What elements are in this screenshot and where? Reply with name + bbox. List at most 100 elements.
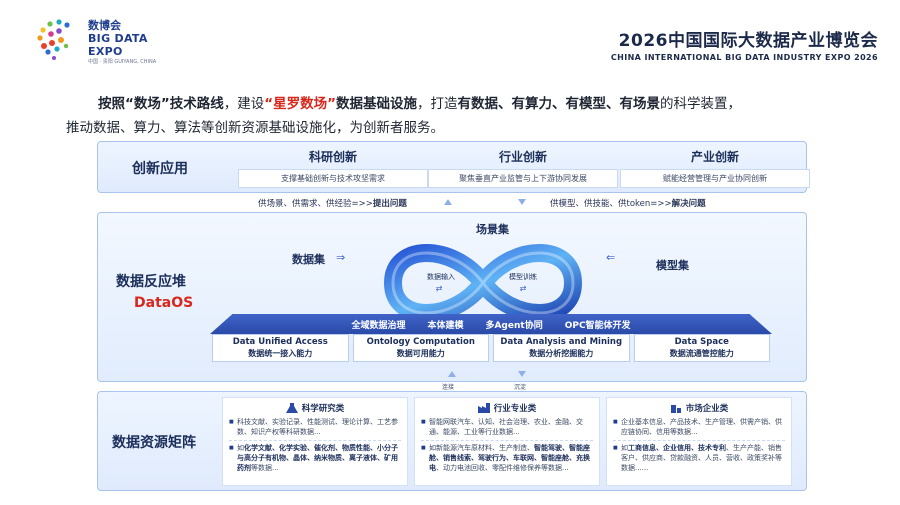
arrow-down-icon [518,199,526,205]
innovation-col-desc: 聚焦垂直产业监管与上下游协同发展 [428,169,618,188]
innovation-col-title: 产业创新 [690,150,739,164]
resource-col-science: 科学研究类 科技文献、实验记录、性能测试、理论计算、工艺参数、知识产权等科研数据… [222,397,408,486]
resource-item-bold: 智能驾驶、智能座舱、销售线索、驾驶行为、车联网、智能座舱、充换电 [429,444,590,472]
modelset-label: 模型集 [656,259,689,272]
innovation-panel: 创新应用 科研创新 支撑基础创新与技术攻坚需求 行业创新 聚焦垂直产业监管与上下… [97,141,810,193]
hint-right-plain: 供模型、供技能、供token=>> [550,199,672,209]
intro-seg-4: “星罗数场” [264,96,336,112]
capability-item: OPC智能体开发 [564,320,631,331]
capability-item: 全域数据治理 [351,320,406,331]
dataos-modules: Data Unified Access 数据统一接入能力 Ontology Co… [212,334,770,362]
module-cn: 数据流通管控能力 [669,349,734,358]
expo-title-en: CHINA INTERNATIONAL BIG DATA INDUSTRY EX… [610,53,878,62]
resource-col-title: 行业专业类 [493,404,537,414]
arrow-left-icon: ⇐ [606,251,616,264]
innovation-col-desc: 赋能经营管理与产业协同创新 [620,169,810,188]
hint-left-plain: 供场景、供需求、供经验=>> [258,199,373,209]
building-icon [670,405,681,413]
resource-item: 如化学文献、化学实验、催化剂、物质性能、小分子与高分子有机物、晶体、纳米物质、离… [229,443,401,473]
resource-item: 企业基本信息、产品技术、生产管理、供需产销、供应链协同、信用等数据... [613,417,785,437]
resource-col-industry: 行业专业类 智能网联汽车、认知、社会治理、农业、金融、交通、能源、工业等行业数据… [414,397,600,486]
resource-item: 如工商信息、企业信用、技术专利、生产产能、销售客户、供应商、贷款融资、人员、营收… [613,443,785,473]
module-box: Data Space 数据流通管控能力 [633,334,770,362]
dataos-name: DataOS [134,295,194,311]
dataos-title: 数据反应堆 [116,274,186,290]
arrow-down-icon-2 [518,371,526,377]
intro-seg-1: 按照 [98,96,125,112]
arrow-up-icon-2 [448,371,456,377]
resource-title: 数据资源矩阵 [112,435,196,451]
resource-item: 科技文献、实验记录、性能测试、理论计算、工艺参数、知识产权等科研数据... [229,417,401,437]
module-cn: 数据统一接入能力 [248,349,313,358]
intro-seg-2: “数场”技术路线 [125,96,224,112]
module-en: Ontology Computation [366,337,475,347]
module-box: Data Analysis and Mining 数据分析挖掘能力 [493,334,630,362]
resource-item-pre: 如新能源汽车原材料、生产制造、 [429,444,534,452]
resource-col-market: 市场企业类 企业基本信息、产品技术、生产管理、供需产销、供应链协同、信用等数据.… [606,397,792,486]
infinity-loop-icon: 数据输入 模型训练 ⇄ ⇄ [384,244,582,322]
intro-line-2: 推动数据、算力、算法等创新资源基础设施化，为创新者服务。 [66,120,444,136]
resource-item: 智能网联汽车、认知、社会治理、农业、金融、交通、能源、工业等行业数据... [421,417,593,437]
intro-seg-7: 有数据、有算力、有模型、有场景 [457,96,661,112]
innovation-col-industry: 行业创新 聚焦垂直产业监管与上下游协同发展 [428,148,618,188]
innovation-col-research: 科研创新 支撑基础创新与技术攻坚需求 [238,148,428,188]
capability-item: 本体建模 [427,320,464,331]
intro-seg-8: 的科学装置， [660,96,741,112]
module-en: Data Analysis and Mining [500,337,623,347]
logo-cn-text: 数博会 [88,19,121,32]
capability-item: 多Agent协同 [485,320,543,331]
innovation-col-title: 科研创新 [308,150,357,164]
logo-sub-text: 中国 · 贵阳 GUIYANG, CHINA [88,59,157,65]
logo-en-text-2: EXPO [88,45,123,58]
resource-item-pre: 如 [621,444,628,452]
arrow-right-icon: ⇒ [336,251,346,264]
intro-seg-3: ，建设 [223,96,265,112]
innovation-col-desc: 支撑基础创新与技术攻坚需求 [238,169,428,188]
resource-divider [421,440,593,441]
intro-line-1: 按照“数场”技术路线，建设“星罗数场”数据基础设施，打造有数据、有算力、有模型、… [66,92,866,116]
intro-seg-6: ，打造 [417,96,458,112]
resource-item-post: 、生产产能、销售客户、供应商、贷款融资、人员、营收、政策奖补等数据...... [621,444,782,472]
intro-seg-5: 数据基础设施 [336,96,417,112]
swap-arrow-icon-2: ⇄ [520,284,527,293]
expo-title-cn: 2026中国国际大数据产业博览会 [618,31,878,51]
expo-logo: 数博会 BIG DATA EXPO 中国 · 贵阳 GUIYANG, CHINA [34,16,164,74]
settle-label: 沉淀 [514,384,527,391]
innovation-col-title: 行业创新 [498,150,547,164]
hint-left-bold: 提出问题 [372,199,407,209]
innovation-title: 创新应用 [132,161,188,177]
resource-item-pre: 如 [237,444,244,452]
module-box: Ontology Computation 数据可用能力 [352,334,489,362]
swap-arrow-icon: ⇄ [436,284,443,293]
resource-divider [613,440,785,441]
scene-label: 场景集 [476,223,509,236]
hint-right: 供模型、供技能、供token=>>解决问题 [550,197,706,209]
resource-matrix-panel: 数据资源矩阵 科学研究类 科技文献、实验记录、性能测试、理论计算、工艺参数、知识… [97,391,807,491]
resource-col-title: 市场企业类 [685,404,729,414]
arrow-up-icon [444,199,452,205]
module-en: Data Unified Access [232,337,328,347]
resource-item-post: 、动力电池回收、零配件维修保养等数据... [436,464,569,472]
expo-title: 2026中国国际大数据产业博览会 CHINA INTERNATIONAL BIG… [611,26,878,62]
module-cn: 数据分析挖掘能力 [529,349,594,358]
dataos-panel: 数据反应堆 DataOS 数据集 ⇒ 场景集 ⇐ 模型集 数据输入 模型训练 ⇄… [97,212,807,382]
resource-item-bold: 工商信息、企业信用、技术专利 [628,444,726,452]
logo-en-text: BIG DATA [88,32,148,45]
loop-train-label: 模型训练 [509,272,537,281]
resource-item-bold: 化学文献、化学实验、催化剂、物质性能、小分子与高分子有机物、晶体、纳米物质、离子… [237,444,398,472]
resource-col-title: 科学研究类 [301,404,345,414]
resource-divider [229,440,401,441]
loop-input-label: 数据输入 [427,272,455,281]
lab-icon [285,403,298,413]
expo-logo-icon [37,19,70,60]
intro-paragraph: 按照“数场”技术路线，建设“星罗数场”数据基础设施，打造有数据、有算力、有模型、… [66,92,866,140]
module-box: Data Unified Access 数据统一接入能力 [212,334,349,362]
capabilities-bar: 全域数据治理 本体建模 多Agent协同 OPC智能体开发 [210,314,772,334]
link-label: 连接 [442,384,455,391]
hint-left: 供场景、供需求、供经验=>>提出问题 [258,197,407,209]
hint-right-bold: 解决问题 [671,199,706,209]
dataset-label: 数据集 [292,253,325,266]
resource-item: 如新能源汽车原材料、生产制造、智能驾驶、智能座舱、销售线索、驾驶行为、车联网、智… [421,443,593,473]
innovation-col-business: 产业创新 赋能经营管理与产业协同创新 [620,148,810,188]
resource-item-post: 等数据... [251,464,279,472]
